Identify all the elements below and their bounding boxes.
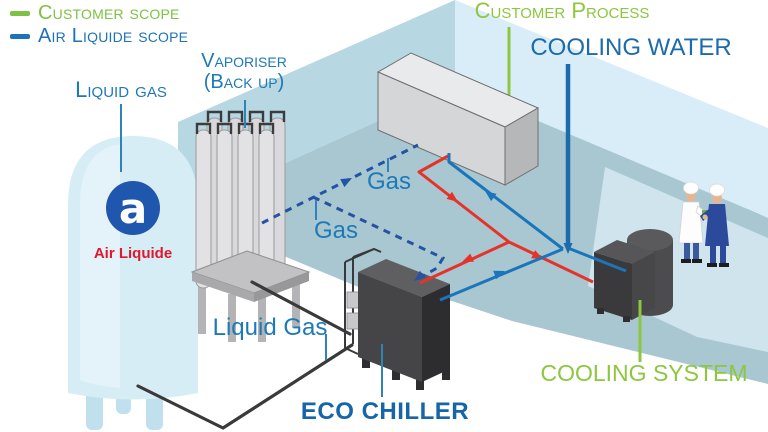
scientist-helmet [683, 181, 699, 195]
legend-air-liquide-scope: Air Liquide scope [10, 25, 188, 48]
customer-process-box [376, 52, 540, 186]
legend-customer-scope: Customer scope [10, 2, 188, 25]
cooling-unit-box [594, 240, 655, 322]
chiller-front [358, 272, 422, 382]
technician-shoe [707, 263, 717, 267]
cooling-water-to-tower [567, 246, 627, 273]
legend-air-liquide-scope-label: Air Liquide scope [38, 25, 189, 47]
gas-line-main [261, 143, 419, 225]
liquid-gas-pipes [136, 280, 354, 430]
chiller-frame [344, 247, 382, 355]
red-arrow [446, 191, 458, 202]
cooling-system-label: COOLING SYSTEM [540, 360, 748, 386]
person-scientist [678, 181, 710, 263]
pipe-vaporiser-to-chiller [250, 280, 352, 336]
vaporiser-tube-caps-back [206, 110, 286, 122]
gas-lines [261, 143, 446, 281]
chiller-frame-panel [346, 312, 360, 330]
label-tick-lines [120, 100, 389, 397]
red-arrow [531, 250, 543, 259]
cooling-water-label: COOLING WATER [530, 34, 732, 61]
handshake-hands [702, 214, 708, 220]
technician-helmet [709, 183, 725, 197]
air-liquide-scope-dash-icon [10, 34, 30, 39]
blue-arrow [563, 243, 573, 254]
vaporiser-label: Vaporiser (Back up) [201, 51, 287, 93]
eco-chiller-unit [344, 247, 450, 390]
cold-water-pipe-from-chiller [439, 247, 564, 302]
scientist-shoe [692, 259, 702, 263]
technician-leg [720, 246, 726, 265]
logo-letter: a [119, 184, 147, 233]
legend-customer-scope-label: Customer scope [38, 2, 180, 24]
chiller-right [422, 284, 450, 382]
vaporiser-label-note: (Back up) [203, 70, 285, 93]
chiller-foot [392, 368, 400, 380]
vaporiser-tubes-front [195, 129, 275, 289]
process-box-right [504, 107, 539, 186]
vaporiser-platform-side [254, 272, 309, 302]
scientist-leg [693, 243, 699, 260]
eco-chiller-label: ECO CHILLER [300, 398, 470, 425]
chiller-foot [416, 378, 424, 390]
vaporiser-unit [190, 110, 311, 342]
vaporiser-platform-front [192, 272, 254, 302]
gas-line-chiller-branch [312, 195, 446, 281]
technician-leg [710, 246, 716, 265]
gas-arrow [414, 270, 426, 281]
brand-name-text: Air Liquide [94, 245, 172, 262]
hot-water-pipe [417, 154, 594, 284]
chiller-frame-panel [346, 291, 360, 309]
scientist-leg [684, 243, 690, 260]
gas-lower-label: Gas [313, 217, 359, 244]
tank-label: Liquid gas [75, 77, 167, 102]
cooling-box-top [594, 240, 655, 264]
customer-scope-dash-icon [10, 11, 30, 16]
cooling-water-circuit [417, 64, 627, 302]
technician-shoe [719, 263, 729, 267]
blue-arrow [493, 270, 505, 280]
tank-highlight [80, 144, 120, 388]
air-liquide-logo-mark [106, 181, 160, 235]
customer-process-label: Customer Process [474, 0, 650, 23]
gas-upper-label: Gas [366, 168, 412, 195]
hot-water-pipe-to-chiller [419, 240, 510, 285]
red-arrow [462, 253, 474, 262]
technician-body [705, 204, 729, 246]
chiller-top [358, 259, 450, 297]
chiller-foot [362, 356, 370, 368]
people [678, 181, 729, 267]
vaporiser-label-name: Vaporiser [201, 50, 287, 72]
blue-arrow [485, 191, 497, 202]
chiller-foot [442, 368, 450, 380]
tank-leg [86, 388, 103, 430]
liquid-gas-tank: a Air Liquide [68, 136, 198, 430]
scientist-shoe [681, 259, 691, 263]
cold-water-pipe-to-process [447, 153, 564, 251]
room-right-wall [455, 0, 768, 218]
pipe-tank-to-chiller [136, 343, 354, 430]
liquid-gas-pipe-label: Liquid Gas [212, 314, 328, 341]
person-technician [700, 183, 729, 267]
legend: Customer scope Air Liquide scope [10, 2, 188, 48]
cooling-box-right [632, 252, 655, 320]
gas-arrow [340, 178, 352, 188]
